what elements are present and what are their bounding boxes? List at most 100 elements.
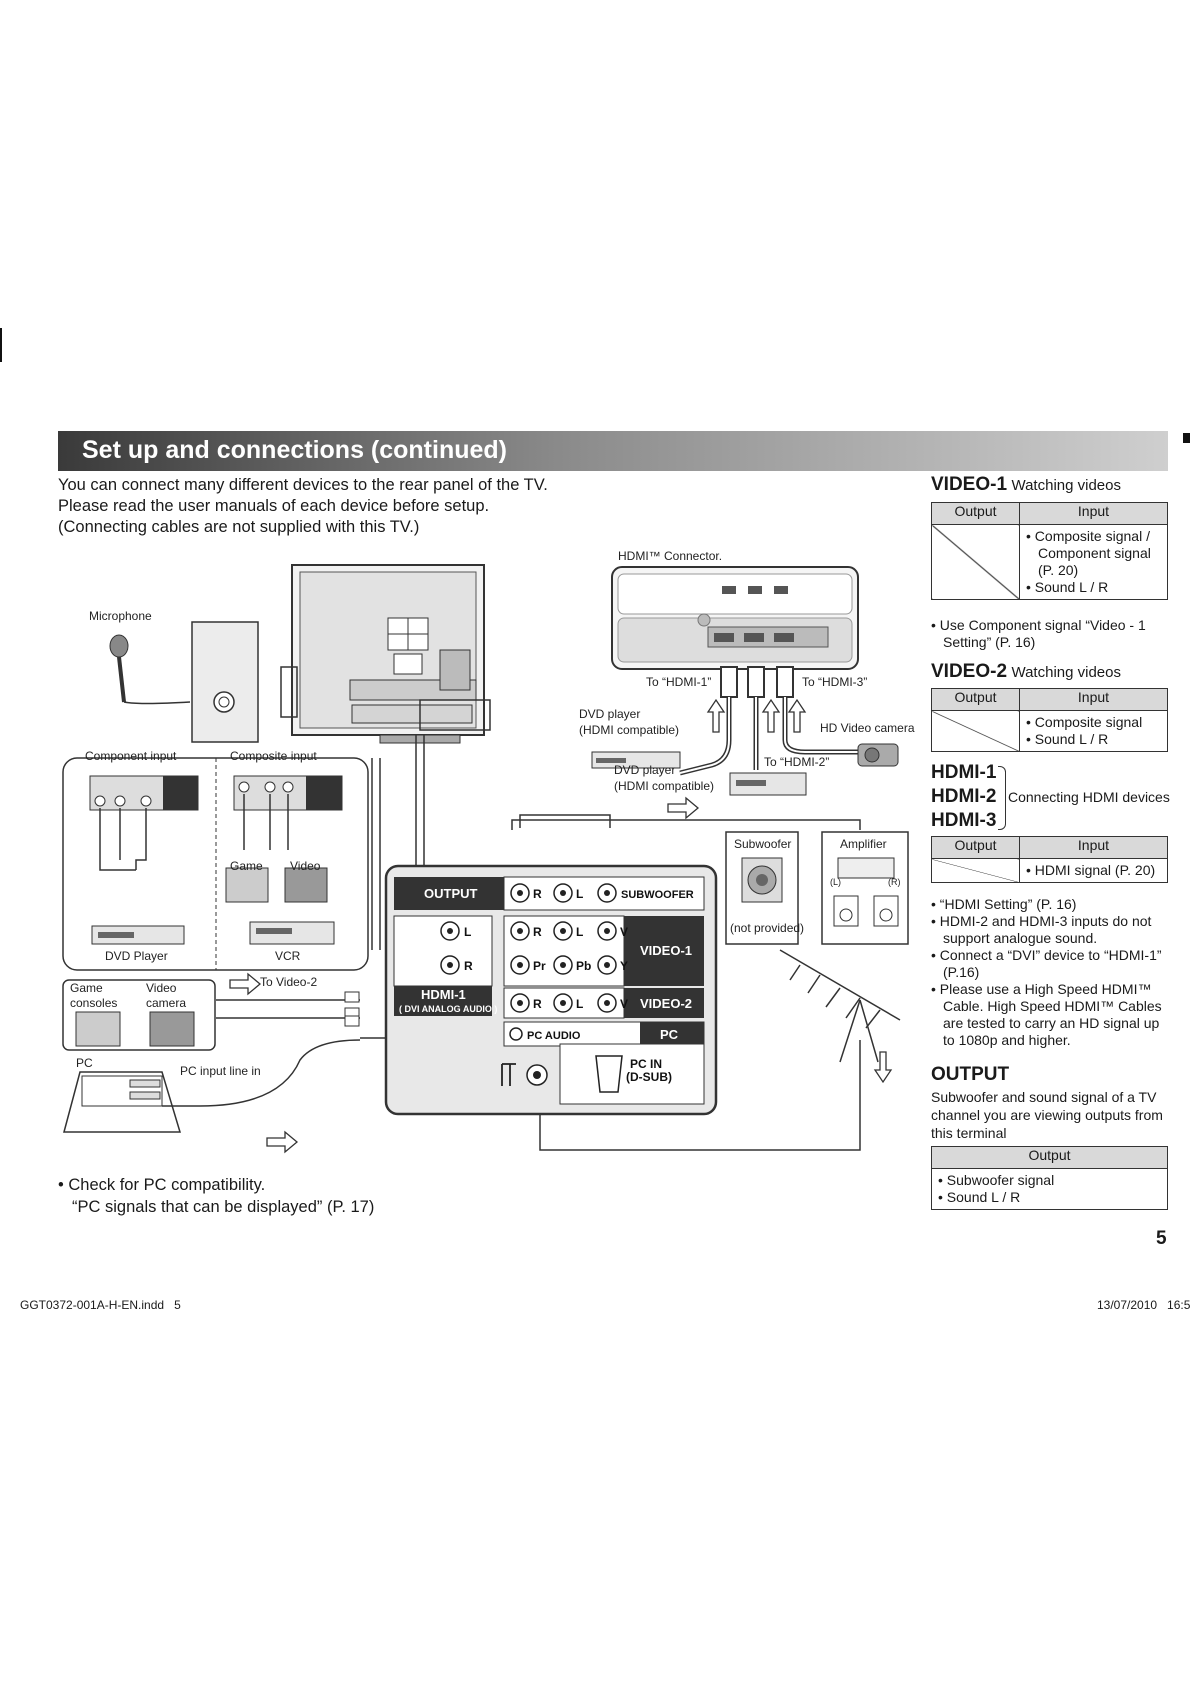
dvd-player-hdmi-illustration — [591, 751, 807, 796]
hd-video-camera-label: HD Video camera — [820, 721, 915, 735]
video-camera-label: Video — [146, 981, 177, 995]
vcr-label: VCR — [275, 949, 301, 963]
col-output-header: Output — [931, 688, 1020, 711]
microphone-label: Microphone — [89, 609, 152, 623]
to-video2-label: To Video-2 — [260, 975, 317, 989]
connection-panel — [384, 864, 718, 1116]
col-output-header: Output — [931, 836, 1020, 859]
jack-label: R — [464, 959, 473, 973]
input-item: Composite signal — [1034, 714, 1143, 730]
input-item: Sound L / R — [1034, 579, 1109, 595]
hd-video-camera-illustration — [857, 743, 899, 767]
amplifier-illustration — [821, 831, 909, 945]
amp-r-label: (R) — [888, 877, 901, 887]
note-item: Connect a “DVI” device to “HDMI-1” (P.16… — [939, 947, 1162, 980]
page-title: Set up and connections (continued) — [82, 436, 507, 464]
hdmi-connector-label: HDMI™ Connector. — [618, 549, 722, 563]
footer-date: 13/07/2010 16:5 — [1097, 1298, 1191, 1312]
microphone-illustration — [109, 634, 191, 705]
crop-mark-left — [0, 328, 2, 362]
note-item: Use Component signal “Video - 1 Setting”… — [939, 617, 1146, 650]
arrow-right-icons — [229, 796, 700, 1154]
output-title: OUTPUT — [931, 1064, 1010, 1085]
jack-label: L — [576, 887, 583, 901]
component-input-label: Component input — [85, 749, 177, 763]
jack-label: R — [533, 925, 542, 939]
antenna-illustration — [779, 949, 901, 1063]
video2-title: VIDEO-2 — [931, 661, 1008, 682]
video-label: Video — [290, 859, 321, 873]
input-item: Composite signal / Component signal (P. … — [1034, 528, 1151, 578]
output-empty-cell — [931, 710, 1020, 752]
jack-label: L — [576, 997, 583, 1011]
note-line: “PC signals that can be displayed” (P. 1… — [72, 1198, 375, 1216]
panel-d-sub-label: (D-SUB) — [626, 1070, 672, 1084]
jack-label: L — [576, 925, 583, 939]
not-provided-label: (not provided) — [730, 921, 804, 935]
input-item: HDMI signal (P. 20) — [1034, 862, 1156, 878]
tv-side-panel — [191, 621, 298, 743]
hdmi-title: HDMI-1 — [931, 762, 997, 783]
video2-section-title: VIDEO-2 Watching videos — [931, 661, 1121, 683]
game-label: Game — [230, 859, 263, 873]
input-box — [62, 757, 369, 971]
jack-label: V — [620, 925, 628, 939]
col-input-header: Input — [1019, 836, 1168, 859]
col-input-header: Input — [1019, 502, 1168, 525]
dvd-player-label: DVD Player — [105, 949, 168, 963]
tv-rear-illustration — [291, 564, 491, 744]
amplifier-label: Amplifier — [840, 837, 887, 851]
col-output-header: Output — [931, 1146, 1168, 1169]
subwoofer-illustration — [725, 831, 799, 945]
jack-label: L — [464, 925, 471, 939]
note-item: HDMI-2 and HDMI-3 inputs do not support … — [939, 913, 1152, 946]
note-item: Please use a High Speed HDMI™ Cable. Hig… — [939, 981, 1162, 1048]
panel-output-label: OUTPUT — [424, 886, 478, 901]
game-consoles-label: consoles — [70, 996, 117, 1010]
game-consoles-label: Game — [70, 981, 103, 995]
hdmi-title: HDMI-3 — [931, 810, 997, 831]
panel-video2-label: VIDEO-2 — [640, 996, 692, 1011]
dvd-player-hdmi-label: DVD player — [579, 707, 640, 721]
note-line: Check for PC compatibility. — [68, 1176, 266, 1194]
dvd-player-hdmi-label: DVD player — [614, 763, 675, 777]
amp-l-label: (L) — [830, 877, 841, 887]
video1-section-title: VIDEO-1 Watching videos — [931, 474, 1121, 496]
hdmi-cables — [679, 666, 858, 776]
hdmi-section-title: HDMI-1 HDMI-2 HDMI-3 — [931, 761, 996, 833]
dvd-player-hdmi-label: (HDMI compatible) — [614, 779, 714, 793]
panel-pc-audio-label: PC AUDIO — [527, 1030, 581, 1042]
jack-label: Pb — [576, 959, 591, 973]
panel-pc-label: PC — [660, 1027, 679, 1042]
pc-compatibility-note: • Check for PC compatibility. “PC signal… — [58, 1176, 375, 1216]
video2-devices-box — [62, 979, 360, 1051]
panel-subwoofer-label: SUBWOOFER — [621, 889, 694, 901]
output-item: Subwoofer signal — [946, 1172, 1055, 1188]
connection-diagram: Microphone — [62, 549, 915, 1154]
crop-mark-right — [1183, 433, 1190, 443]
jack-label: Pr — [533, 959, 546, 973]
pc-input-line-label: PC input line in — [180, 1064, 261, 1078]
to-hdmi3-label: To “HDMI-3” — [802, 675, 867, 689]
subwoofer-label: Subwoofer — [734, 837, 791, 851]
video1-notes: • Use Component signal “Video - 1 Settin… — [931, 617, 1146, 650]
page-number: 5 — [1156, 1228, 1167, 1249]
cables — [360, 735, 861, 1151]
intro-line: You can connect many different devices t… — [58, 476, 548, 494]
panel-hdmi1-label: HDMI-1 — [421, 987, 466, 1002]
video-camera-label: camera — [146, 996, 186, 1010]
to-hdmi1-label: To “HDMI-1” — [646, 675, 711, 689]
output-description: Subwoofer and sound signal of a TV chann… — [931, 1089, 1163, 1141]
output-table: Output • Subwoofer signal • Sound L / R — [931, 1146, 1168, 1210]
video1-title: VIDEO-1 — [931, 474, 1008, 495]
pc-illustration — [63, 1039, 361, 1133]
output-empty-cell — [931, 858, 1020, 883]
hdmi-subtitle: Connecting HDMI devices — [1008, 789, 1170, 805]
jack-label: V — [620, 997, 628, 1011]
panel-pc-in-label: PC IN — [630, 1057, 662, 1071]
note-item: “HDMI Setting” (P. 16) — [939, 896, 1077, 912]
output-item: Sound L / R — [946, 1189, 1021, 1205]
